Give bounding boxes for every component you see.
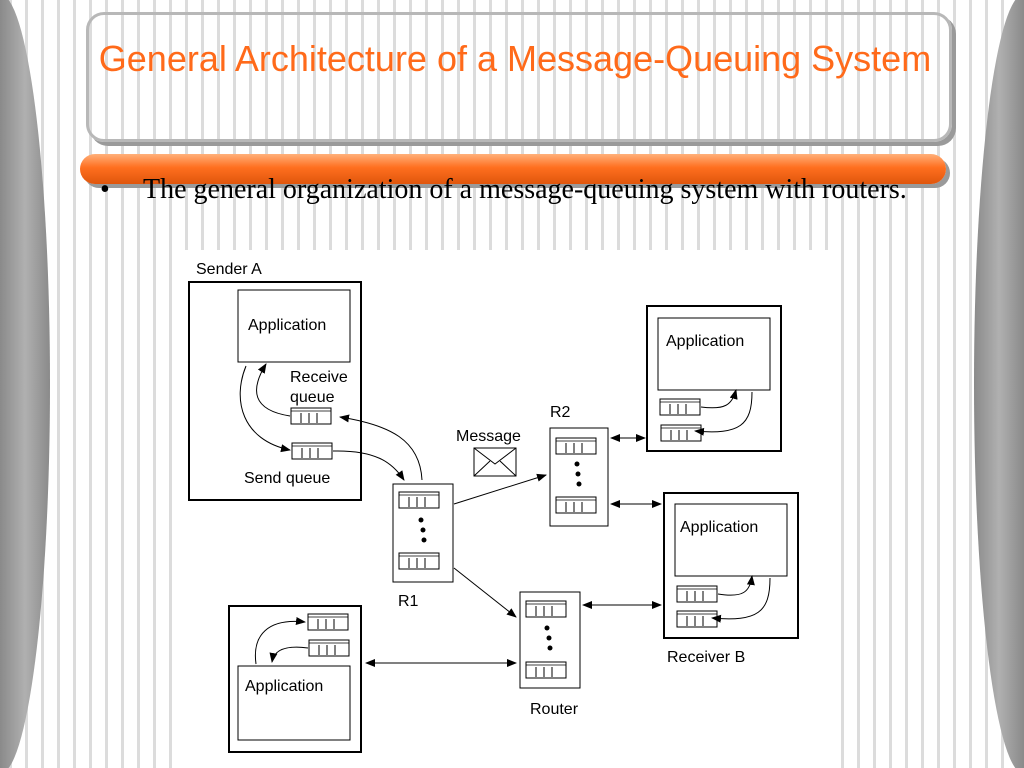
r2-label: R2 xyxy=(550,404,571,421)
receiver-application-label: Application xyxy=(680,519,758,536)
r1-label: R1 xyxy=(398,593,419,610)
send-queue-label: Send queue xyxy=(244,470,330,487)
receiver-b-host: Application Receiver B xyxy=(663,492,799,666)
connection-lines xyxy=(332,414,662,667)
host-top-right: Application xyxy=(646,305,782,452)
accent-bar xyxy=(80,154,946,184)
bottom-left-application-label: Application xyxy=(245,678,323,695)
host-bottom-left: Application xyxy=(228,605,362,753)
sender-a-label: Sender A xyxy=(196,261,262,278)
message-label: Message xyxy=(456,428,521,445)
message-envelope: Message xyxy=(456,428,521,477)
sender-a-host: Sender A Application Receive queue Send … xyxy=(188,261,362,501)
receiver-b-label: Receiver B xyxy=(667,649,745,666)
router-label: Router xyxy=(530,701,579,718)
receive-queue-label-2: queue xyxy=(290,389,335,406)
sender-receive-queue xyxy=(290,407,332,425)
router-bottom: Router xyxy=(519,591,581,718)
bullet-marker: • xyxy=(100,174,110,205)
sender-application-label: Application xyxy=(248,317,326,334)
router-r1: R1 xyxy=(392,483,454,610)
sender-send-queue xyxy=(291,442,333,460)
receive-queue-label-1: Receive xyxy=(290,369,348,386)
slide-title: General Architecture of a Message-Queuin… xyxy=(98,38,932,79)
bullet-text: The general organization of a message-qu… xyxy=(143,174,907,205)
router-r2: R2 xyxy=(549,404,609,527)
title-frame xyxy=(86,12,952,142)
top-right-application-label: Application xyxy=(666,333,744,350)
sender-application-box xyxy=(237,289,351,363)
